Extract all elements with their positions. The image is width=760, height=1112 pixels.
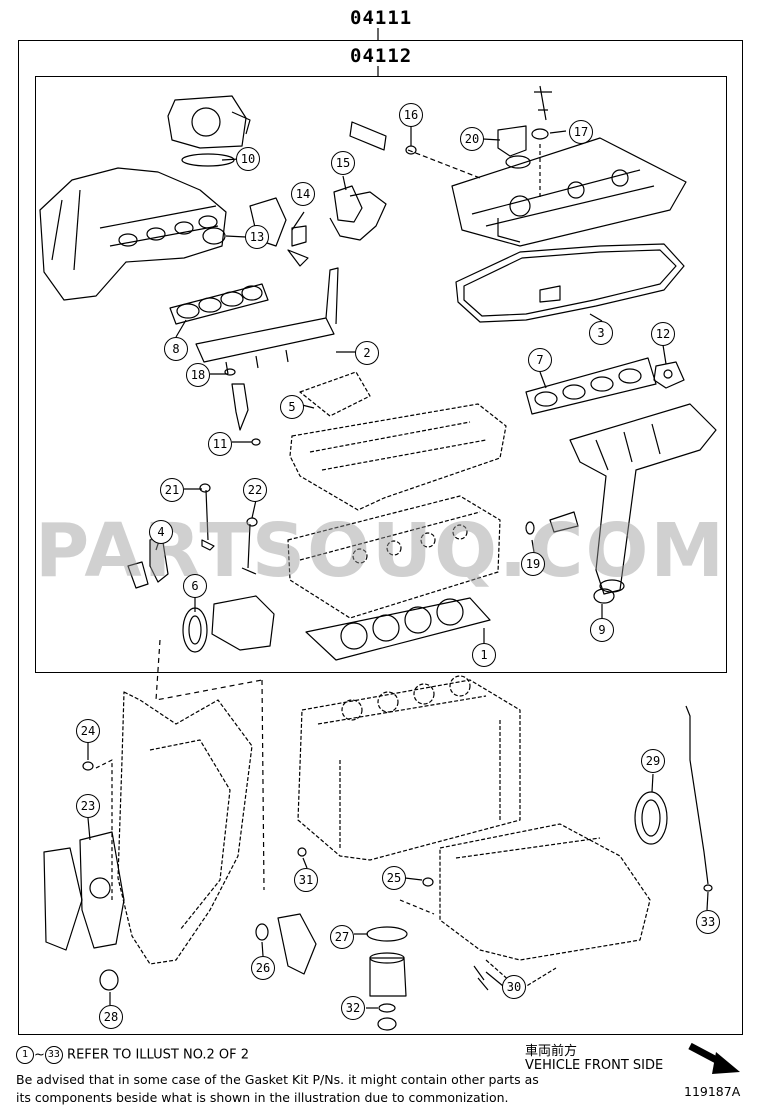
part-26-drawing <box>255 923 269 941</box>
cover-gasket-3-drawing <box>455 243 685 323</box>
callout-17[interactable]: 17 <box>569 120 593 144</box>
oring-13-drawing <box>202 227 226 245</box>
callout-31[interactable]: 31 <box>294 868 318 892</box>
callout-32[interactable]: 32 <box>341 996 365 1020</box>
exhaust-gasket-7-drawing <box>525 357 657 415</box>
gasket-9-drawing <box>593 588 615 604</box>
callout-7[interactable]: 7 <box>528 348 552 372</box>
callout-29[interactable]: 29 <box>641 749 665 773</box>
camshaft-housing-drawing <box>289 371 507 511</box>
callout-21[interactable]: 21 <box>160 478 184 502</box>
vehicle-front-en: VEHICLE FRONT SIDE <box>525 1058 664 1073</box>
water-pump-gasket-drawing <box>79 831 125 949</box>
illustration-id: 119187A <box>684 1084 741 1099</box>
kit-code-inner: 04112 <box>350 45 413 67</box>
callout-8[interactable]: 8 <box>164 337 188 361</box>
callout-25[interactable]: 25 <box>382 866 406 890</box>
part-15-drawing <box>333 185 363 223</box>
callout-26[interactable]: 26 <box>251 956 275 980</box>
injector-drawing <box>231 383 249 431</box>
oil-filler-20-drawing <box>497 125 527 157</box>
throttle-body-drawing <box>167 95 251 167</box>
callout-23[interactable]: 23 <box>76 794 100 818</box>
callout-3[interactable]: 3 <box>589 321 613 345</box>
callout-12[interactable]: 12 <box>651 322 675 346</box>
callout-16[interactable]: 16 <box>399 103 423 127</box>
refer-text: REFER TO ILLUST NO.2 OF 2 <box>67 1047 250 1063</box>
callout-22[interactable]: 22 <box>243 478 267 502</box>
exhaust-manifold-drawing <box>569 403 717 595</box>
callout-20[interactable]: 20 <box>460 127 484 151</box>
callout-24[interactable]: 24 <box>76 719 100 743</box>
range-separator: ~ <box>34 1047 45 1063</box>
advisory-line-1: Be advised that in some case of the Gask… <box>16 1072 539 1087</box>
callout-13[interactable]: 13 <box>245 225 269 249</box>
cylinder-block-drawing <box>297 675 521 861</box>
seal-28-drawing <box>99 969 119 991</box>
vehicle-front-jp: 車両前方 <box>525 1044 578 1059</box>
callout-18[interactable]: 18 <box>186 363 210 387</box>
head-gasket-1-drawing <box>305 597 491 661</box>
refer-note: 1~33 REFER TO ILLUST NO.2 OF 2 <box>16 1046 249 1064</box>
range-start-circle: 1 <box>16 1046 34 1064</box>
callout-10[interactable]: 10 <box>236 147 260 171</box>
timing-cover-drawing <box>117 691 253 965</box>
callout-14[interactable]: 14 <box>291 182 315 206</box>
valve-21-drawing <box>201 489 215 551</box>
inner-kit-frame <box>35 76 727 673</box>
seal-29-drawing <box>634 791 668 845</box>
callout-4[interactable]: 4 <box>149 520 173 544</box>
bolt-17-drawing <box>534 85 552 121</box>
dipstick-drawing <box>685 705 709 885</box>
callout-33[interactable]: 33 <box>696 910 720 934</box>
oil-filter-drawing <box>369 957 407 997</box>
fuel-rail-drawing <box>195 267 339 376</box>
callout-28[interactable]: 28 <box>99 1005 123 1029</box>
part-12-drawing <box>653 361 685 389</box>
intake-manifold-drawing <box>39 167 227 301</box>
water-inlet-drawing <box>211 595 275 651</box>
callout-9[interactable]: 9 <box>590 618 614 642</box>
callout-30[interactable]: 30 <box>502 975 526 999</box>
vehicle-front-arrow-icon <box>688 1042 740 1074</box>
part-16-drawing <box>349 121 387 151</box>
callout-5[interactable]: 5 <box>280 395 304 419</box>
intake-gasket-drawing <box>169 283 269 325</box>
vvt-sensor-drawing <box>287 225 309 267</box>
callout-27[interactable]: 27 <box>330 925 354 949</box>
cylinder-head-cover-drawing <box>451 137 687 247</box>
watermark: PARTSOUQ.COM <box>34 508 726 594</box>
valve-22-drawing <box>241 523 257 575</box>
callout-11[interactable]: 11 <box>208 432 232 456</box>
range-end-circle: 33 <box>44 1046 63 1064</box>
callout-1[interactable]: 1 <box>472 643 496 667</box>
advisory-line-2: its components beside what is shown in t… <box>16 1090 509 1105</box>
callout-6[interactable]: 6 <box>183 574 207 598</box>
callout-19[interactable]: 19 <box>521 552 545 576</box>
cylinder-head-drawing <box>287 495 501 619</box>
callout-15[interactable]: 15 <box>331 151 355 175</box>
o2-sensor-drawing <box>549 511 579 533</box>
callout-2[interactable]: 2 <box>355 341 379 365</box>
kit-code-outer: 04111 <box>350 7 413 29</box>
outer-kit-frame <box>18 40 743 1035</box>
